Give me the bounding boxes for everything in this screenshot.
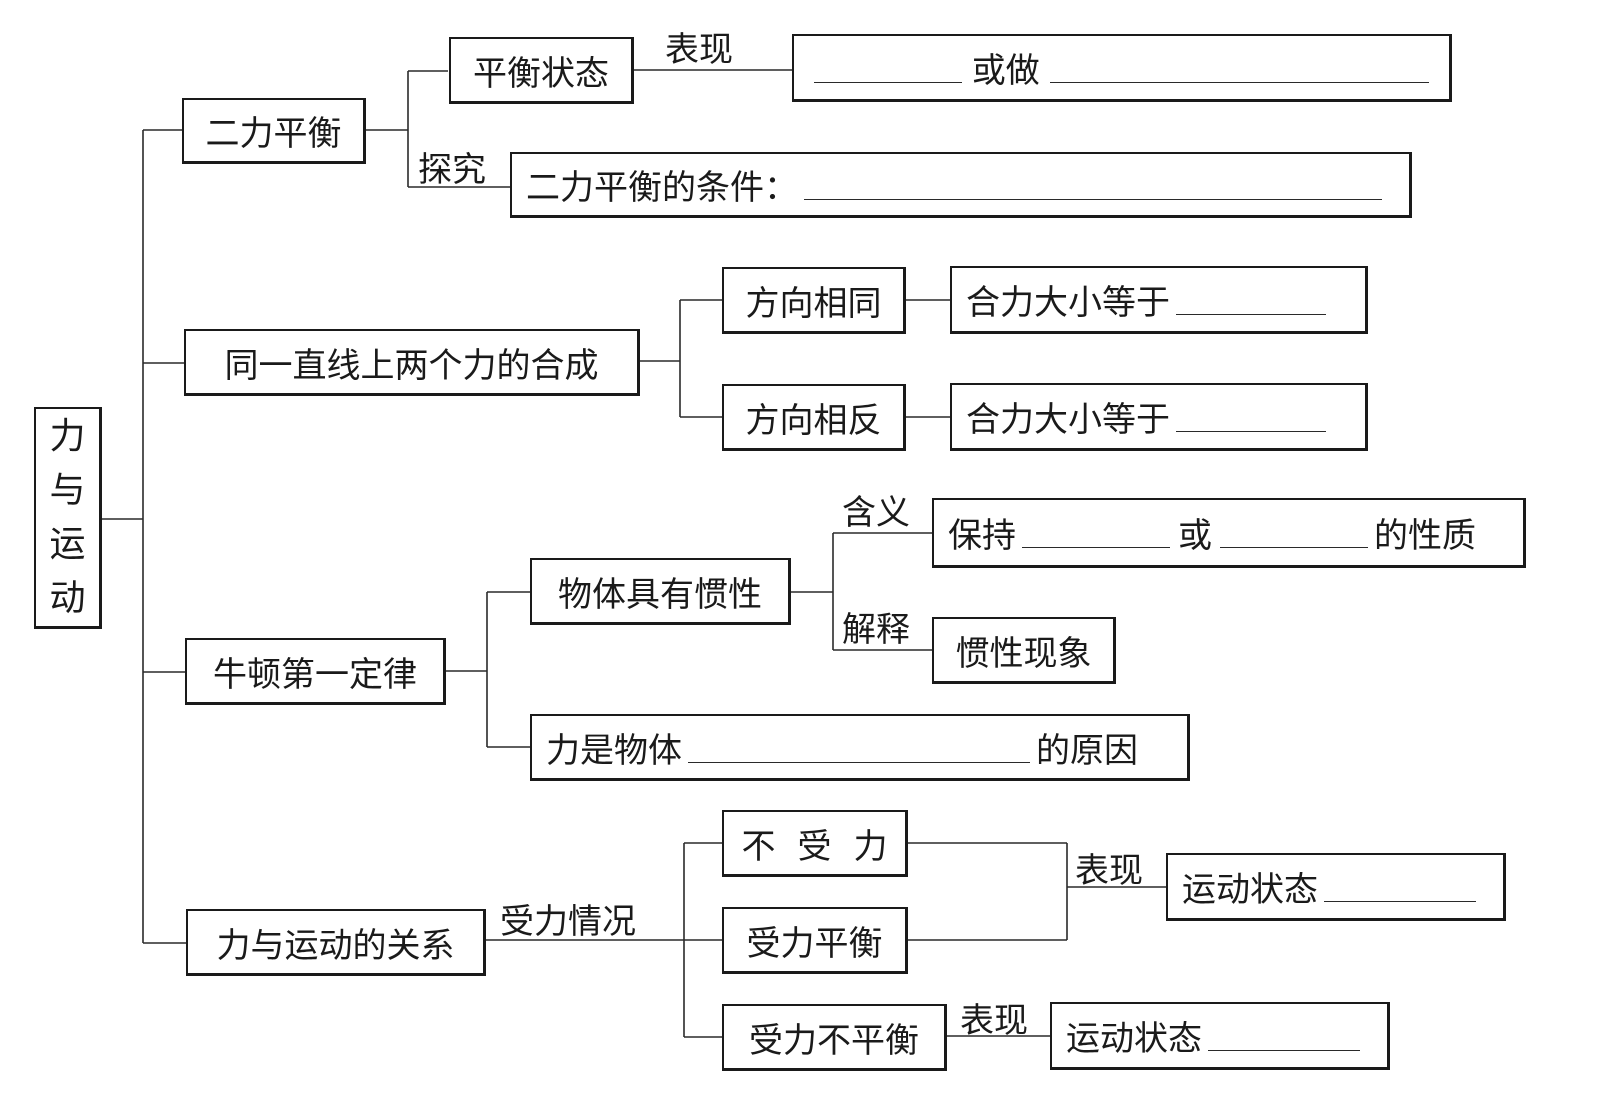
node-label: 力与运动的关系 bbox=[216, 925, 455, 966]
node-newton-first-law: 牛顿第一定律 bbox=[185, 638, 446, 705]
edge-label-manifest: 表现 bbox=[665, 30, 733, 70]
fill-blank[interactable] bbox=[1220, 517, 1368, 548]
fill-blank[interactable] bbox=[688, 732, 1030, 763]
edge-label-manifest: 表现 bbox=[960, 1001, 1028, 1041]
node-balance-manifest: 或做 bbox=[792, 34, 1452, 102]
node-balance-condition: 二力平衡的条件： bbox=[510, 152, 1412, 218]
node-collinear-composition: 同一直线上两个力的合成 bbox=[184, 329, 640, 396]
node-label: 方向相反 bbox=[745, 400, 882, 441]
fill-blank[interactable] bbox=[1049, 52, 1429, 83]
node-label: 受力平衡 bbox=[746, 923, 883, 964]
node-label: 同一直线上两个力的合成 bbox=[224, 345, 599, 386]
node-motion-state-unchanged: 运动状态 bbox=[1166, 853, 1506, 921]
fill-blank[interactable] bbox=[814, 52, 962, 83]
node-label: 物体具有惯性 bbox=[558, 574, 762, 615]
fill-blank[interactable] bbox=[1022, 517, 1170, 548]
node-label: 惯性现象 bbox=[955, 633, 1092, 674]
node-text: 保持 bbox=[948, 516, 1016, 556]
node-label: 牛顿第一定律 bbox=[213, 654, 417, 695]
node-text: 二力平衡的条件： bbox=[526, 168, 798, 208]
edge-label-meaning: 含义 bbox=[842, 493, 910, 533]
node-unbalanced-force: 受力不平衡 bbox=[722, 1004, 947, 1071]
node-inertia-phenomenon: 惯性现象 bbox=[932, 617, 1116, 684]
fill-blank[interactable] bbox=[804, 169, 1382, 200]
node-resultant-same: 合力大小等于 bbox=[950, 266, 1368, 334]
node-force-cause: 力是物体 的原因 bbox=[530, 714, 1190, 781]
root-char: 运 bbox=[49, 523, 86, 565]
root-char: 力 bbox=[49, 415, 86, 457]
node-balanced-force: 受力平衡 bbox=[722, 907, 908, 974]
node-resultant-opposite: 合力大小等于 bbox=[950, 383, 1368, 451]
fill-blank[interactable] bbox=[1176, 401, 1326, 432]
node-inertia-meaning: 保持 或 的性质 bbox=[932, 498, 1526, 568]
node-text: 或做 bbox=[971, 51, 1040, 91]
node-motion-state-changed: 运动状态 bbox=[1050, 1002, 1390, 1070]
node-force-motion-relation: 力与运动的关系 bbox=[186, 909, 486, 976]
node-label: 不受力 bbox=[741, 826, 910, 867]
node-no-force: 不受力 bbox=[722, 810, 908, 877]
edge-label-force-situation: 受力情况 bbox=[500, 902, 636, 942]
node-text: 合力大小等于 bbox=[966, 400, 1170, 440]
node-two-force-balance: 二力平衡 bbox=[182, 98, 366, 164]
node-inertia: 物体具有惯性 bbox=[530, 558, 791, 625]
node-label: 平衡状态 bbox=[473, 53, 609, 94]
root-char: 动 bbox=[49, 577, 86, 619]
edge-label-explore: 探究 bbox=[418, 150, 486, 190]
node-text: 合力大小等于 bbox=[966, 283, 1170, 323]
node-text: 运动状态 bbox=[1182, 870, 1318, 910]
edge-label-manifest: 表现 bbox=[1075, 851, 1143, 891]
edge-label-explain: 解释 bbox=[842, 610, 910, 650]
node-text: 运动状态 bbox=[1066, 1019, 1202, 1059]
fill-blank[interactable] bbox=[1208, 1020, 1360, 1051]
node-same-direction: 方向相同 bbox=[722, 267, 906, 334]
node-text: 或 bbox=[1178, 516, 1212, 556]
node-text: 的原因 bbox=[1036, 730, 1138, 771]
node-text: 力是物体 bbox=[546, 730, 682, 771]
node-label: 方向相同 bbox=[745, 283, 882, 324]
node-label: 二力平衡 bbox=[205, 114, 342, 154]
fill-blank[interactable] bbox=[1176, 284, 1326, 315]
root-node: 力 与 运 动 bbox=[34, 407, 102, 629]
node-balance-state: 平衡状态 bbox=[449, 37, 634, 104]
node-text: 的性质 bbox=[1374, 516, 1476, 556]
node-label: 受力不平衡 bbox=[749, 1020, 919, 1061]
root-char: 与 bbox=[49, 469, 86, 511]
node-opposite-direction: 方向相反 bbox=[722, 384, 906, 451]
fill-blank[interactable] bbox=[1324, 871, 1476, 902]
